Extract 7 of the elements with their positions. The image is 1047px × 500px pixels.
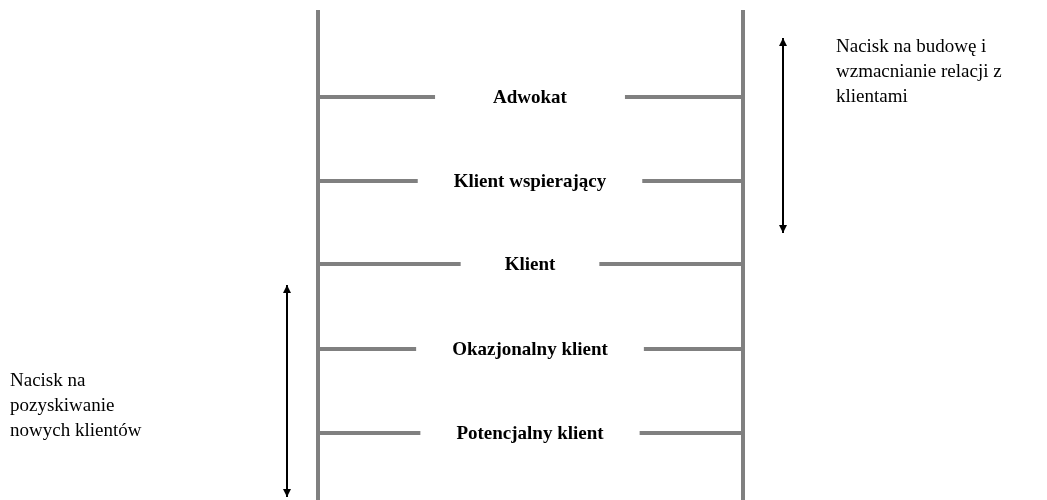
note-text: Nacisk na pozyskiwanie nowych klientów <box>10 368 143 442</box>
ladder-step-label: Klient wspierający <box>453 170 607 192</box>
ladder-step-label: Okazjonalny klient <box>452 338 608 360</box>
ladder-step-label: Adwokat <box>493 86 567 108</box>
ladder-step-label: Klient <box>504 253 556 275</box>
ladder-step-label: Potencjalny klient <box>456 422 604 444</box>
note-text: Nacisk na budowę i wzmacnianie relacji z klientami <box>836 34 1003 108</box>
